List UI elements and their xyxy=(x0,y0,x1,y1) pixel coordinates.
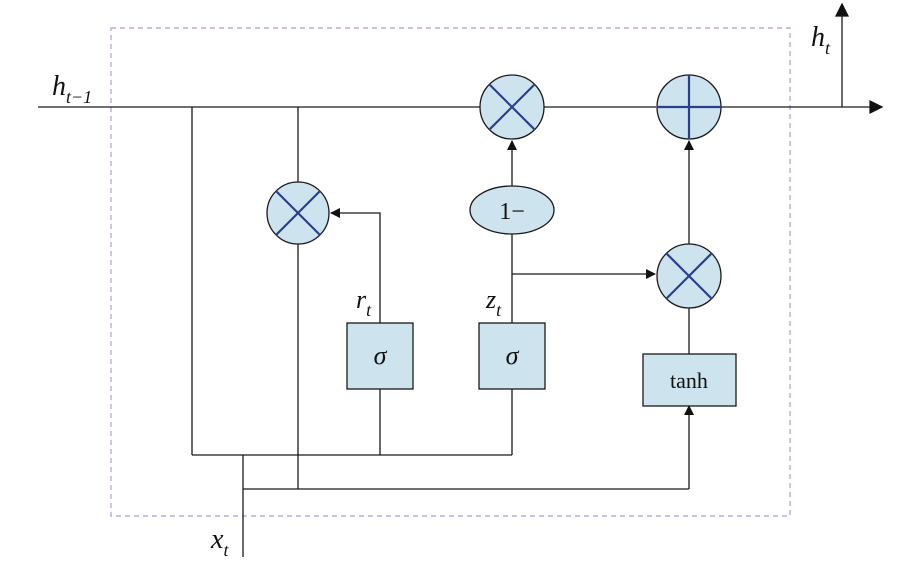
one-minus-node: 1− xyxy=(469,185,555,235)
h-prev-label: ht−1 xyxy=(52,71,92,107)
update-multiply-node xyxy=(656,243,722,309)
reset-multiply-node xyxy=(266,181,330,245)
tanh-label: tanh xyxy=(670,368,708,393)
tanh-box: tanh xyxy=(642,353,737,407)
x-label: xt xyxy=(210,524,229,560)
reset-gate-box: σ xyxy=(346,322,414,390)
reset-sigma-label: σ xyxy=(374,341,388,370)
reset-gate-arrow xyxy=(330,208,381,323)
h-out-label: ht xyxy=(811,22,831,58)
one-minus-label: 1− xyxy=(499,199,525,225)
update-sigma-label: σ xyxy=(506,341,520,370)
top-multiply-node xyxy=(479,74,545,140)
z-label: zt xyxy=(485,285,502,320)
r-label: rt xyxy=(356,285,372,320)
update-gate-box: σ xyxy=(478,322,546,390)
cell-boundary xyxy=(110,27,791,517)
add-node xyxy=(656,74,722,140)
